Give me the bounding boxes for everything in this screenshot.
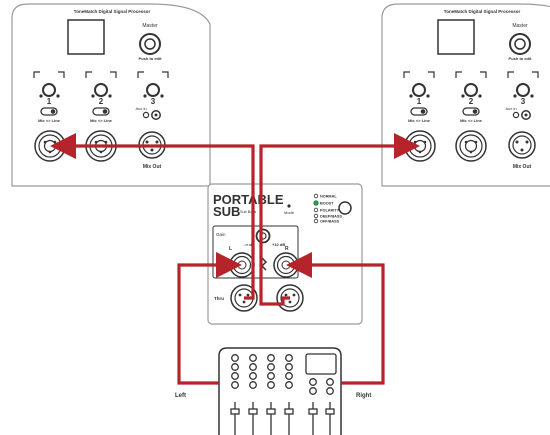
left-channel-3-trim (137, 71, 169, 98)
sub-gain-knob (255, 228, 271, 244)
left-speaker-panel: ToneMatch Digital Signal Processor Maste… (11, 3, 211, 187)
left-mix-out-label: Mix Out (143, 164, 162, 170)
left-aux-in-label: Aux in (135, 106, 146, 111)
right-mix-out-label: Mix Out (513, 164, 532, 170)
right-display-screen (437, 19, 475, 55)
mixer-meter-display (305, 353, 337, 375)
mixer-channel-knobs (231, 354, 334, 395)
left-channel-2-trim (85, 71, 117, 98)
mixer-left-output-label: Left (175, 393, 186, 399)
cable-sub-thru-right-to-right-speaker (259, 144, 404, 306)
cable-arrowheads (50, 133, 420, 278)
right-aux-in-label: Aux in (505, 106, 516, 111)
right-push-label: Push to edit (509, 56, 533, 61)
portable-sub-panel: PORTABLE SUB Sub Bass Mode NORMAL BOOST … (207, 183, 363, 325)
sub-input-right-label: R (285, 246, 289, 252)
mode-led-boost (313, 200, 319, 206)
mixer-right-output-label: Right (356, 393, 371, 399)
left-master-knob (139, 33, 161, 55)
right-channel-1-number: 1 (417, 97, 422, 106)
mode-led-polarity (313, 207, 319, 213)
right-master-knob (509, 33, 531, 55)
sub-gain-frame (212, 225, 299, 279)
right-processor-label: ToneMatch Digital Signal Processor (444, 9, 521, 14)
left-channel-2-mic-line: Mic <> Line (90, 118, 113, 123)
sub-input-left-label: L (229, 246, 232, 252)
sub-title-line-2: SUB (213, 204, 240, 219)
left-channel-1-switch (40, 107, 58, 116)
sub-mode-button (338, 201, 352, 215)
left-aux-in-jack (142, 110, 161, 120)
sub-link-bracket (260, 257, 268, 271)
left-channel-3-number: 3 (151, 97, 156, 106)
signal-cables (66, 144, 404, 385)
right-speaker-panel: ToneMatch Digital Signal Processor Maste… (381, 3, 550, 187)
arrowhead-left-speaker (50, 133, 76, 159)
sub-mode-button-indicator (287, 204, 291, 208)
mode-option-polarity: POLARITY (320, 209, 340, 213)
cable-mixer-left-to-sub-left (177, 263, 226, 385)
mode-led-deep-bass (313, 213, 319, 219)
sub-level-right: +12 dB (272, 242, 285, 247)
arrowhead-sub-left (216, 252, 242, 278)
left-channel-1-number: 1 (47, 97, 52, 106)
mode-option-off-bass: OFF/BASS (320, 220, 340, 224)
right-aux-in-jack (512, 110, 531, 120)
left-channel-2-switch (92, 107, 110, 116)
right-master-label: Master (512, 23, 528, 29)
sub-model-label: Sub Bass (240, 210, 256, 214)
mode-led-normal (313, 193, 319, 199)
left-channel-1-trim (33, 71, 65, 98)
sub-level-left: -∞ dB (244, 242, 255, 247)
right-channel-1-trim (403, 71, 435, 98)
mixer-console: Left Right (175, 347, 371, 435)
left-display-screen (67, 19, 105, 55)
mixer-faders (230, 402, 335, 435)
right-channel-2-number: 2 (469, 97, 474, 106)
left-master-label: Master (142, 23, 158, 29)
mode-option-deep-bass: DEEP/BASS (320, 215, 342, 219)
sub-gain-label: Gain (216, 232, 226, 237)
left-channel-1-mic-line: Mic <> Line (38, 118, 61, 123)
sub-mode-label: Mode (284, 210, 295, 215)
sub-title-line-1: PORTABLE (213, 192, 284, 207)
mode-led-off-bass (313, 218, 319, 224)
arrowhead-right-speaker (394, 133, 420, 159)
right-channel-1-mic-line: Mic <> Line (408, 118, 431, 123)
arrowhead-sub-right (286, 252, 312, 278)
left-push-label: Push to edit (139, 56, 163, 61)
right-channel-2-trim (455, 71, 487, 98)
right-channel-2-switch (462, 107, 480, 116)
mode-option-boost: BOOST (320, 202, 334, 206)
right-channel-3-number: 3 (521, 97, 526, 106)
right-input-2-combo-jack (455, 130, 487, 162)
right-channel-1-switch (410, 107, 428, 116)
mode-option-normal: NORMAL (320, 195, 337, 199)
left-processor-label: ToneMatch Digital Signal Processor (74, 9, 151, 14)
sub-thru-label: Thru (214, 296, 224, 301)
right-channel-3-trim (507, 71, 539, 98)
right-channel-2-mic-line: Mic <> Line (460, 118, 483, 123)
left-channel-2-number: 2 (99, 97, 104, 106)
cable-sub-thru-left-to-left-speaker (66, 144, 255, 300)
cable-mixer-right-to-sub-right (302, 263, 385, 385)
right-mix-out-jack (508, 131, 536, 159)
